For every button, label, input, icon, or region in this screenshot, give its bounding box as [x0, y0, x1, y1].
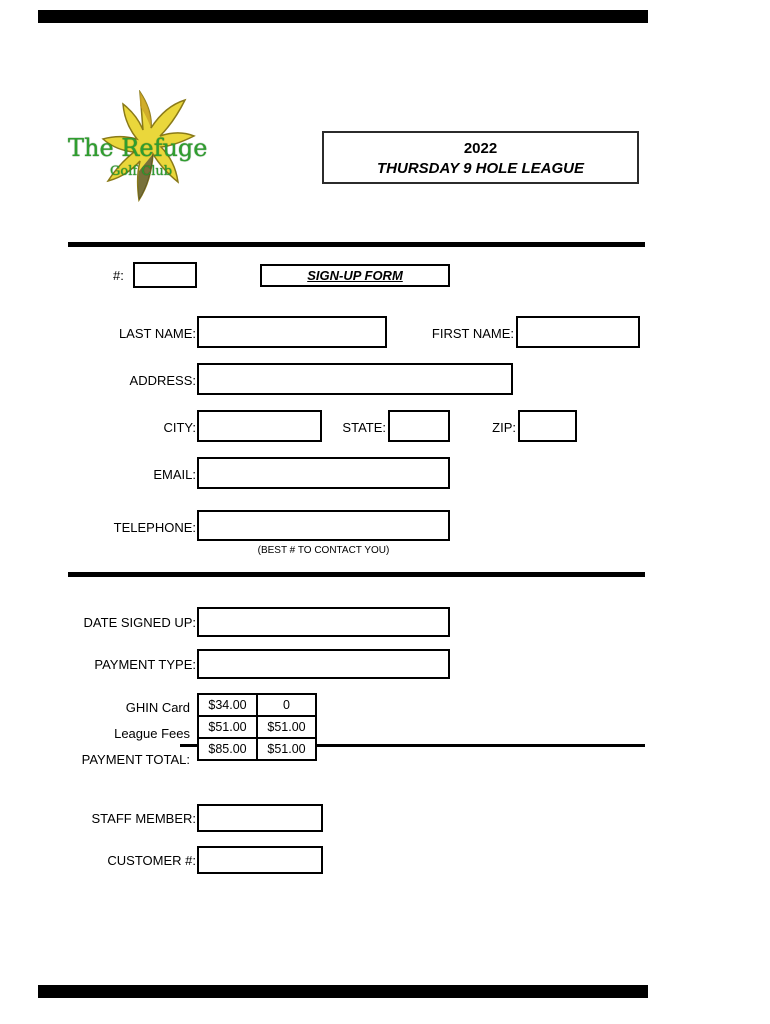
league-fee-cell: $51.00	[197, 715, 258, 739]
section-divider-top	[68, 242, 645, 247]
total-cell-2: $51.00	[256, 737, 317, 761]
bottom-border-bar	[38, 985, 648, 998]
ghin-card-label: GHIN Card	[125, 700, 190, 715]
number-input[interactable]	[133, 262, 197, 288]
form-title-box: SIGN-UP FORM	[260, 264, 450, 287]
league-fee-cell-2: $51.00	[256, 715, 317, 739]
payment-type-input[interactable]	[197, 649, 450, 679]
first-name-label: FIRST NAME:	[431, 326, 514, 341]
city-label: CITY:	[163, 420, 196, 435]
state-input[interactable]	[388, 410, 450, 442]
email-label: EMAIL:	[153, 467, 196, 482]
section-divider-middle	[68, 572, 645, 577]
payment-total-row: $85.00 $51.00	[197, 737, 317, 761]
city-input[interactable]	[197, 410, 322, 442]
eagle-icon	[101, 90, 196, 203]
league-title-box: 2022 THURSDAY 9 HOLE LEAGUE	[322, 131, 639, 184]
league-name: THURSDAY 9 HOLE LEAGUE	[377, 160, 584, 177]
zip-input[interactable]	[518, 410, 577, 442]
state-label: STATE:	[342, 420, 386, 435]
staff-member-label: STAFF MEMBER:	[91, 811, 196, 826]
ghin-fee-cell: $34.00	[197, 693, 258, 717]
zip-label: ZIP:	[492, 420, 516, 435]
email-input[interactable]	[197, 457, 450, 489]
top-border-bar	[38, 10, 648, 23]
date-signed-up-input[interactable]	[197, 607, 450, 637]
telephone-input[interactable]	[197, 510, 450, 541]
telephone-caption: (BEST # TO CONTACT YOU)	[257, 545, 390, 556]
customer-number-label: CUSTOMER #:	[107, 853, 196, 868]
payment-total-label: PAYMENT TOTAL:	[81, 752, 190, 767]
refuge-logo: The Refuge Golf Club	[62, 90, 232, 218]
address-label: ADDRESS:	[129, 373, 196, 388]
league-fees-row: $51.00 $51.00	[197, 715, 317, 739]
logo-subtitle: Golf Club	[110, 164, 173, 179]
total-cell: $85.00	[197, 737, 258, 761]
telephone-label: TELEPHONE:	[113, 520, 196, 535]
league-fees-label: League Fees	[114, 726, 190, 741]
date-signed-up-label: DATE SIGNED UP:	[83, 615, 196, 630]
league-year: 2022	[463, 140, 498, 157]
staff-member-input[interactable]	[197, 804, 323, 832]
number-label: #:	[113, 268, 124, 283]
total-sum-line	[180, 744, 645, 747]
payment-type-label: PAYMENT TYPE:	[94, 657, 196, 672]
address-input[interactable]	[197, 363, 513, 395]
ghin-card-row: $34.00 0	[197, 693, 317, 717]
payment-table: $34.00 0 $51.00 $51.00 $85.00 $51.00	[197, 693, 317, 761]
last-name-label: LAST NAME:	[118, 326, 196, 341]
last-name-input[interactable]	[197, 316, 387, 348]
first-name-input[interactable]	[516, 316, 640, 348]
customer-number-input[interactable]	[197, 846, 323, 874]
logo-title: The Refuge	[68, 134, 208, 162]
ghin-count-cell: 0	[256, 693, 317, 717]
